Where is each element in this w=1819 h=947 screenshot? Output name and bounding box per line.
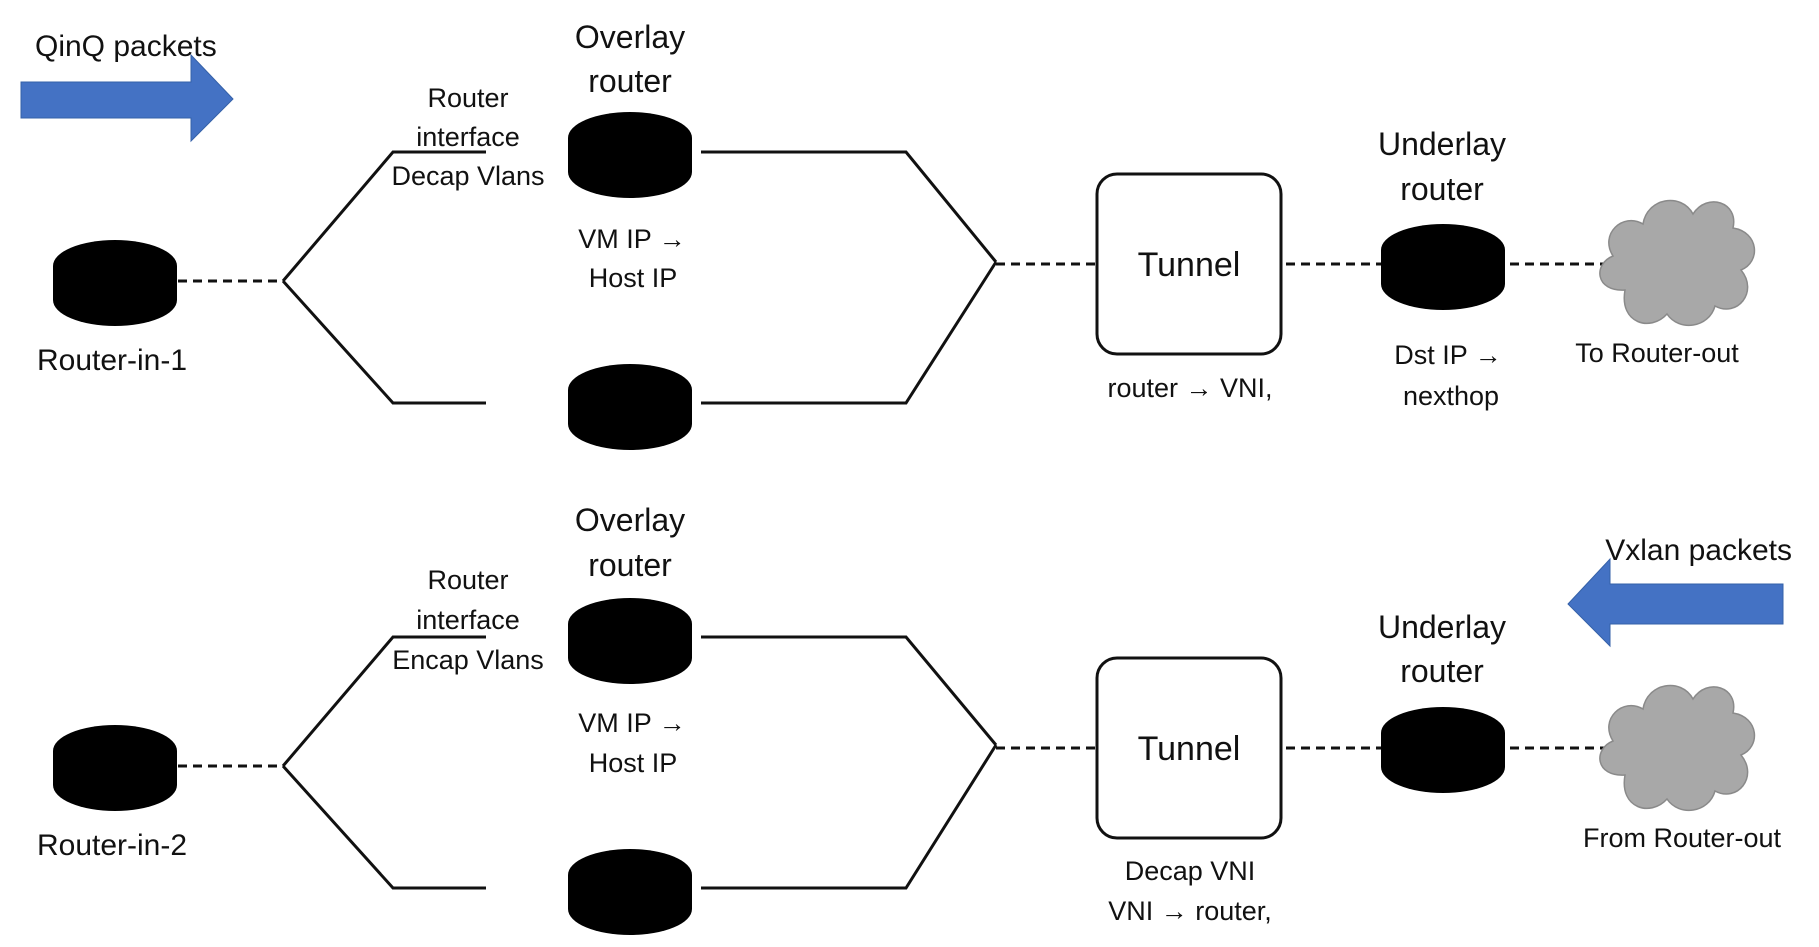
vm-ip-line1: VM IP → (578, 224, 686, 254)
overlay-router-title-line2: router (588, 547, 672, 583)
rif-label-line3: Encap Vlans (392, 645, 544, 675)
overlay-router-icon (568, 598, 692, 684)
from-router-out-label: From Router-out (1583, 823, 1782, 853)
rif-label-line1: Router (427, 83, 508, 113)
vxlan-direction-arrow-icon (1567, 557, 1784, 648)
overlay-router-secondary-icon (568, 849, 692, 935)
dst-ip-line1: Dst IP → (1394, 340, 1502, 370)
top-solid-links (281, 150, 998, 405)
vm-ip-line1: VM IP → (578, 708, 686, 738)
top-flow: QinQ packets Router-in-1 O (20, 19, 1756, 450)
tunnel-box (1095, 172, 1283, 356)
cloud-icon (1599, 199, 1756, 327)
qinq-direction-arrow-icon (20, 53, 234, 143)
underlay-router-title-line1: Underlay (1378, 126, 1506, 162)
router-in-1-icon (53, 240, 177, 326)
tunnel-note: router → VNI, (1107, 373, 1272, 403)
overlay-router-icon (568, 112, 692, 198)
vm-ip-line2: Host IP (589, 748, 678, 778)
vxlan-packets-label: Vxlan packets (1605, 534, 1792, 567)
tunnel-label: Tunnel (1138, 730, 1241, 768)
tunnel-box (1095, 656, 1283, 840)
overlay-router-title-line1: Overlay (575, 19, 685, 55)
underlay-router-title-line1: Underlay (1378, 609, 1506, 645)
tunnel-note-line2: VNI → router, (1108, 896, 1272, 926)
router-in-2-label: Router-in-2 (37, 829, 187, 862)
dst-ip-line2: nexthop (1403, 381, 1499, 411)
underlay-router-title-line2: router (1400, 171, 1484, 207)
bottom-dashed-links (178, 746, 1609, 768)
vm-ip-line2: Host IP (589, 263, 678, 293)
tunnel-note-line1: Decap VNI (1125, 856, 1256, 886)
rif-label-line3: Decap Vlans (391, 161, 544, 191)
underlay-router-icon (1381, 707, 1505, 793)
underlay-router-icon (1381, 224, 1505, 310)
rif-label-line2: interface (416, 605, 520, 635)
to-router-out-label: To Router-out (1575, 338, 1739, 368)
rif-label-line1: Router (427, 565, 508, 595)
overlay-router-title-line1: Overlay (575, 502, 685, 538)
top-dashed-links (178, 262, 1609, 283)
qinq-packets-label: QinQ packets (35, 30, 217, 63)
overlay-router-secondary-icon (568, 364, 692, 450)
overlay-router-title-line2: router (588, 63, 672, 99)
underlay-router-title-line2: router (1400, 653, 1484, 689)
router-in-2-icon (53, 725, 177, 811)
bottom-flow: Vxlan packets Router-in-2 (37, 502, 1792, 935)
router-in-1-label: Router-in-1 (37, 344, 187, 377)
bottom-solid-links (281, 635, 998, 890)
tunnel-label: Tunnel (1138, 246, 1241, 284)
cloud-icon (1599, 684, 1756, 812)
rif-label-line2: interface (416, 122, 520, 152)
